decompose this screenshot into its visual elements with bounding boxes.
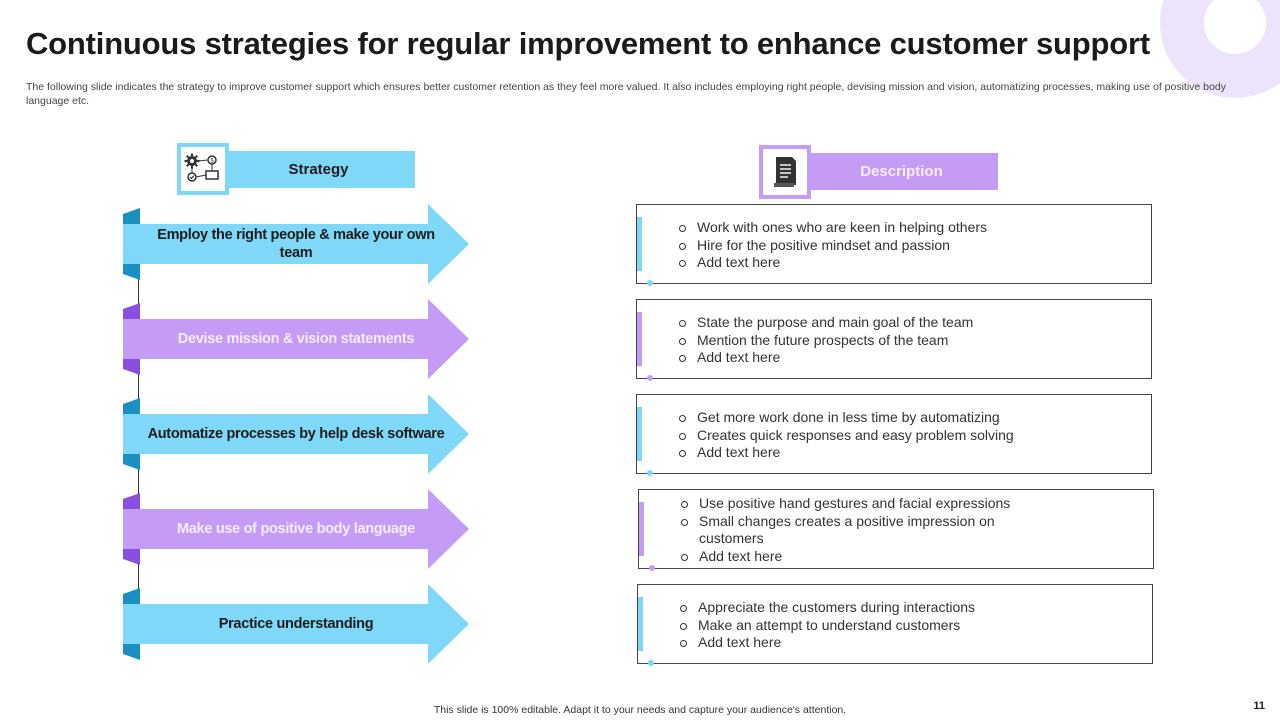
box-dot [649, 565, 655, 571]
bullet-item: Appreciate the customers during interact… [680, 599, 1120, 617]
box-dot [647, 280, 653, 286]
bullet-item: Make an attempt to understand customers [680, 617, 1120, 635]
bullet-list: Use positive hand gestures and facial ex… [681, 495, 1041, 565]
description-box: Work with ones who are keen in helping o… [636, 204, 1152, 286]
bullet-item: Add text here [679, 349, 1119, 367]
bullet-item: State the purpose and main goal of the t… [679, 314, 1119, 332]
bullet-item: Add text here [679, 254, 1119, 272]
document-icon [759, 145, 811, 199]
box-accent [637, 312, 642, 366]
strategy-arrow: Devise mission & vision statements [123, 299, 469, 379]
footer-note: This slide is 100% editable. Adapt it to… [433, 704, 847, 716]
strategy-label: Employ the right people & make your own … [157, 227, 435, 261]
bullet-list: Work with ones who are keen in helping o… [679, 219, 1119, 272]
strategy-label: Automatize processes by help desk softwa… [147, 426, 445, 442]
bullet-item: Small changes creates a positive impress… [681, 513, 1041, 548]
box-dot [648, 660, 654, 666]
bullet-item: Creates quick responses and easy problem… [679, 427, 1119, 445]
box-accent [637, 217, 642, 271]
bullet-item: Hire for the positive mindset and passio… [679, 237, 1119, 255]
description-box: State the purpose and main goal of the t… [636, 299, 1152, 381]
bullet-list: Get more work done in less time by autom… [679, 409, 1119, 462]
bullet-item: Add text here [681, 548, 1041, 566]
strategy-header: Strategy $ [177, 143, 417, 195]
box-accent [639, 502, 644, 556]
box-accent [638, 597, 643, 651]
description-box: Get more work done in less time by autom… [636, 394, 1152, 476]
slide-subtitle: The following slide indicates the strate… [26, 81, 1226, 107]
bullet-item: Add text here [679, 444, 1119, 462]
strategy-header-label: Strategy [222, 151, 415, 188]
box-dot [647, 470, 653, 476]
description-header: Description [759, 145, 999, 199]
bullet-item: Mention the future prospects of the team [679, 332, 1119, 350]
page-number: 11 [1253, 700, 1265, 712]
strategy-arrow: Automatize processes by help desk softwa… [123, 394, 469, 474]
bullet-list: Appreciate the customers during interact… [680, 599, 1120, 652]
svg-text:$: $ [210, 159, 214, 165]
strategy-arrow: Employ the right people & make your own … [123, 204, 469, 284]
bullet-list: State the purpose and main goal of the t… [679, 314, 1119, 367]
description-box: Appreciate the customers during interact… [637, 584, 1153, 666]
description-box: Use positive hand gestures and facial ex… [638, 489, 1154, 571]
box-accent [637, 407, 642, 461]
process-gears-icon: $ [177, 143, 229, 195]
strategy-label: Practice understanding [218, 616, 374, 632]
strategy-label: Make use of positive body language [177, 521, 415, 537]
description-header-label: Description [805, 153, 998, 190]
bullet-item: Work with ones who are keen in helping o… [679, 219, 1119, 237]
bullet-item: Get more work done in less time by autom… [679, 409, 1119, 427]
strategy-arrow: Make use of positive body language [123, 489, 469, 569]
bullet-item: Use positive hand gestures and facial ex… [681, 495, 1041, 513]
slide-title: Continuous strategies for regular improv… [26, 26, 1150, 61]
strategy-arrow: Practice understanding [123, 584, 469, 664]
bullet-item: Add text here [680, 634, 1120, 652]
box-dot [647, 375, 653, 381]
strategy-label: Devise mission & vision statements [177, 331, 415, 347]
